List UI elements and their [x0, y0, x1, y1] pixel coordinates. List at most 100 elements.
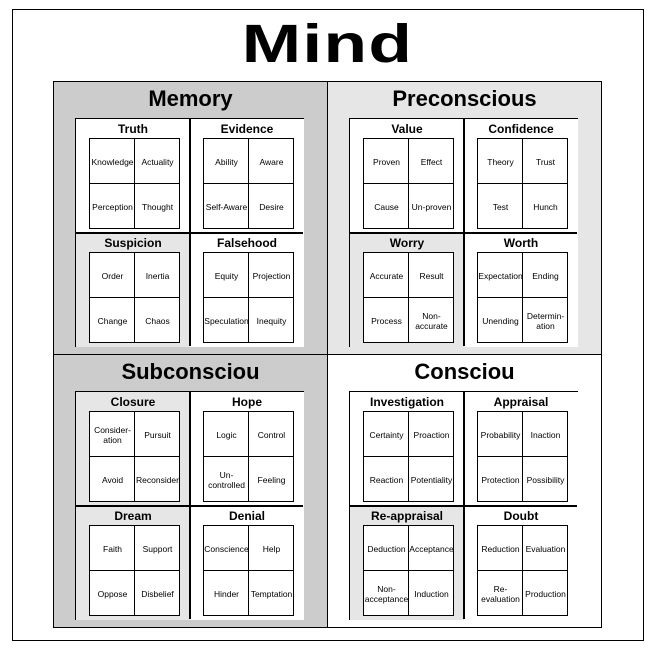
element-support: Support	[142, 543, 173, 554]
category-title: Value	[391, 122, 423, 136]
category-divider	[76, 505, 303, 507]
category-title: Truth	[118, 122, 148, 136]
element-logic: Logic	[216, 429, 237, 440]
category-title: Appraisal	[493, 395, 549, 409]
element-induction: Induction	[414, 588, 449, 599]
category-title: Evidence	[220, 122, 274, 136]
element-non-acceptance: Non- acceptance	[364, 583, 409, 604]
element-chaos: Chaos	[145, 315, 170, 326]
element-proven: Proven	[373, 156, 400, 167]
element-acceptance: Acceptance	[409, 543, 454, 554]
category-title: Closure	[110, 395, 156, 409]
element-un-controlled: Un- controlled	[208, 469, 245, 490]
element-proaction: Proaction	[413, 429, 450, 440]
category-title: Doubt	[503, 509, 539, 523]
element-cause: Cause	[374, 201, 399, 212]
category-title: Suspicion	[104, 236, 162, 250]
grid-divider	[90, 296, 179, 298]
grid-divider	[478, 455, 567, 457]
element-theory: Theory	[487, 156, 514, 167]
element-temptation: Temptation	[250, 588, 293, 599]
element-potentiality: Potentiality	[410, 474, 453, 485]
element-order: Order	[101, 270, 124, 281]
category-title: Worry	[389, 236, 425, 250]
quadrant-title: Subconsciou	[121, 359, 260, 384]
element-desire: Desire	[259, 201, 284, 212]
element-faith: Faith	[103, 543, 122, 554]
grid-divider	[478, 182, 567, 184]
grid-divider	[364, 182, 453, 184]
element-expectation: Expectation	[478, 270, 523, 281]
grid-divider	[364, 569, 453, 571]
grid-divider	[90, 455, 179, 457]
element-reaction: Reaction	[369, 474, 404, 485]
category-title: Falsehood	[216, 236, 277, 250]
element-inaction: Inaction	[530, 429, 561, 440]
element-determin-ation: Determin- ation	[526, 310, 565, 331]
grid-divider	[478, 569, 567, 571]
category-title: Confidence	[488, 122, 554, 136]
category-title: Worth	[503, 236, 539, 250]
quadrant-title: Preconscious	[392, 86, 537, 111]
grid-divider	[90, 569, 179, 571]
category-divider	[350, 505, 577, 507]
element-test: Test	[492, 201, 509, 212]
element-knowledge: Knowledge	[91, 156, 134, 167]
element-control: Control	[257, 429, 286, 440]
element-oppose: Oppose	[97, 588, 128, 599]
element-probability: Probability	[480, 429, 521, 440]
grid-divider	[204, 296, 293, 298]
category-title: Dream	[114, 509, 152, 523]
element-feeling: Feeling	[257, 474, 286, 485]
element-hinder: Hinder	[213, 588, 240, 599]
element-inequity: Inequity	[256, 315, 287, 326]
grid-divider	[478, 296, 567, 298]
element-help: Help	[262, 543, 281, 554]
element-reconsider: Reconsider	[136, 474, 179, 485]
element-deduction: Deduction	[367, 543, 406, 554]
element-perception: Perception	[92, 201, 133, 212]
element-self-aware: Self-Aware	[205, 201, 248, 212]
element-speculation: Speculation	[204, 315, 249, 326]
quadrant-title: Consciou	[414, 359, 515, 384]
element-unending: Unending	[482, 315, 519, 326]
element-evaluation: Evaluation	[525, 543, 566, 554]
element-conscience: Conscience	[204, 543, 249, 554]
category-title: Denial	[228, 509, 265, 523]
category-title: Investigation	[369, 395, 444, 409]
element-result: Result	[419, 270, 444, 281]
element-inertia: Inertia	[145, 270, 170, 281]
element-pursuit: Pursuit	[144, 429, 171, 440]
